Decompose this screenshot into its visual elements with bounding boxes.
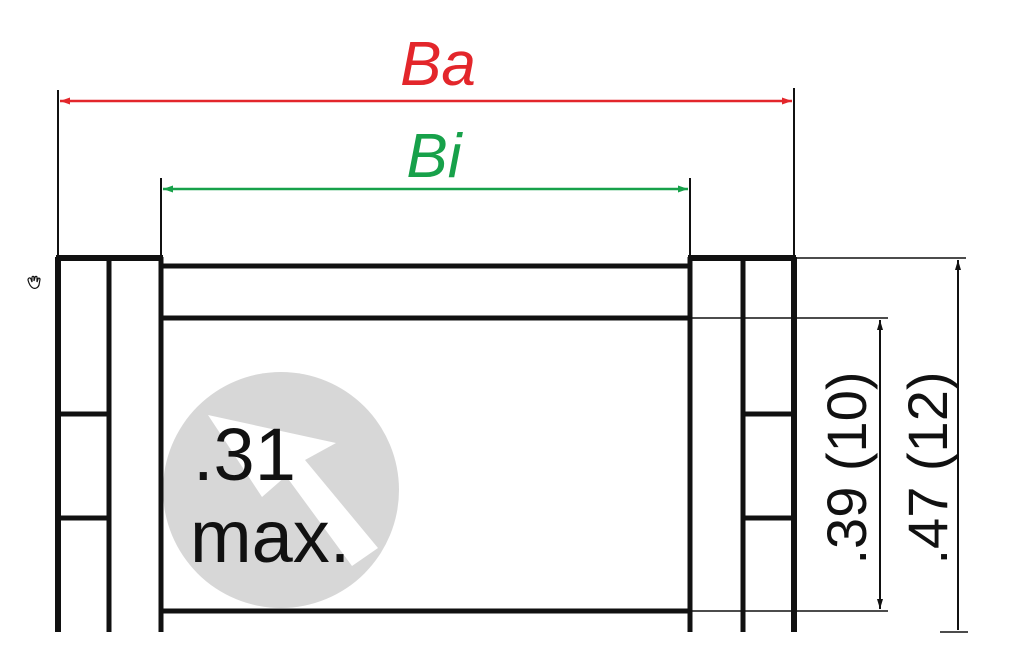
outer-height-label: .47 (12)	[896, 372, 959, 565]
badge-unit: max.	[190, 495, 350, 578]
outer-width-dimension: Ba	[57, 30, 795, 258]
badge-value: .31	[193, 413, 296, 496]
outer-height-dimension: .47 (12)	[896, 260, 961, 630]
hand-cursor-icon	[27, 275, 41, 289]
inner-height-label: .39 (10)	[815, 372, 878, 565]
height-extension-lines	[690, 257, 968, 633]
badge-arrow-icon	[208, 415, 378, 566]
max-size-badge: .31 max.	[163, 372, 399, 608]
inner-width-dimension: Bi	[160, 122, 691, 258]
outer-width-label: Ba	[400, 30, 476, 99]
chain-link-outline	[55, 255, 797, 632]
inner-height-dimension: .39 (10)	[815, 320, 883, 609]
inner-width-label: Bi	[406, 122, 463, 191]
